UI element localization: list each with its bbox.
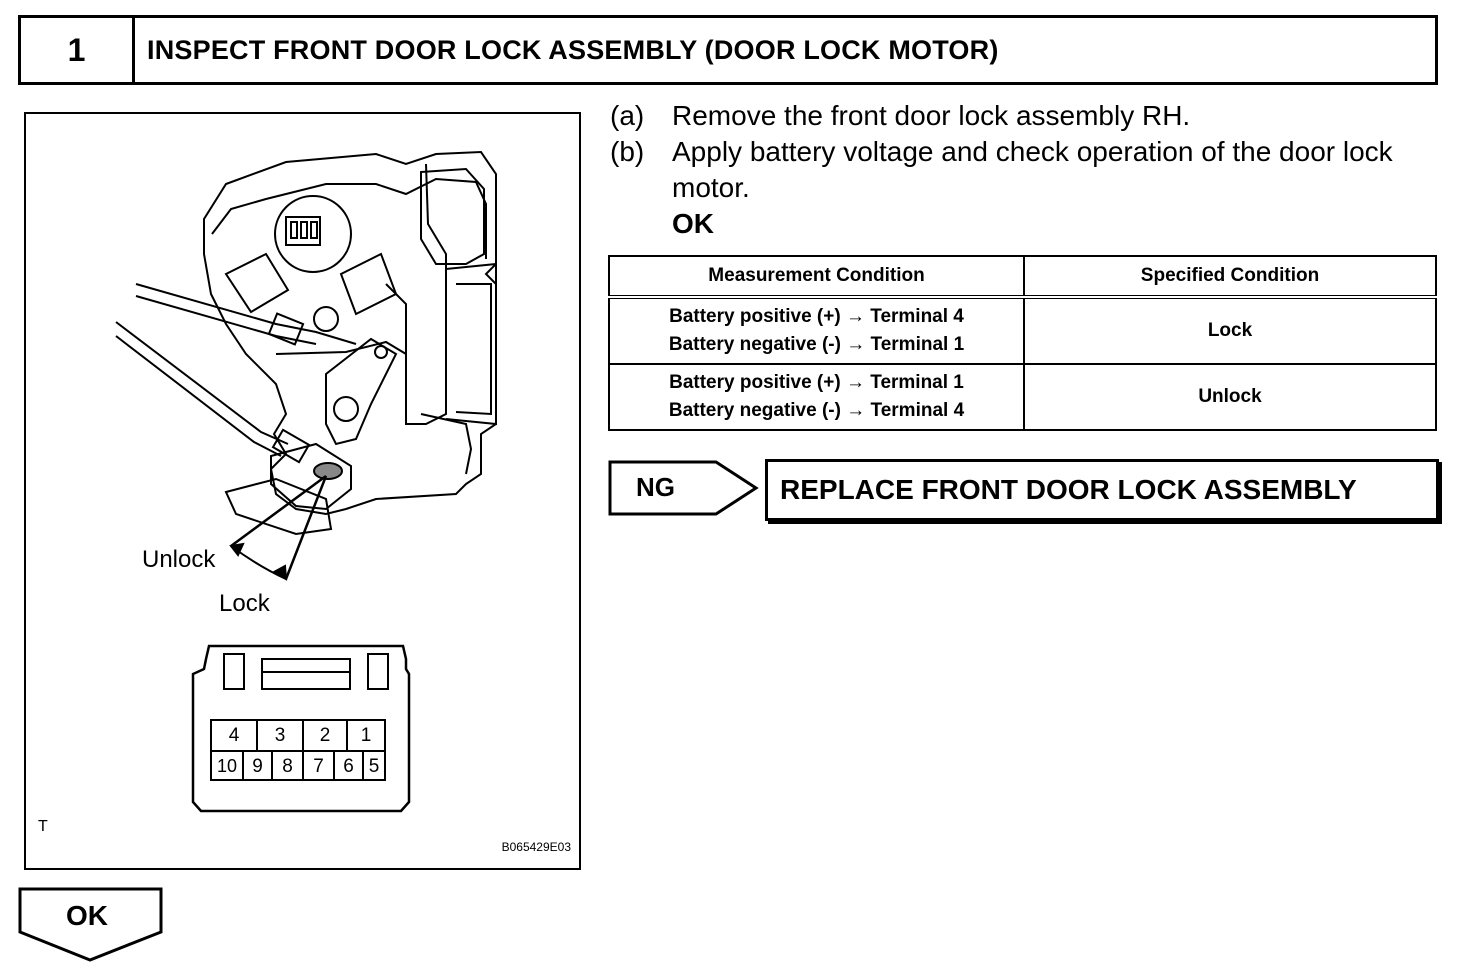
measurement-condition-cell: Battery positive (+) → Terminal 4 Batter… <box>608 296 1025 365</box>
terminal-7: 7 <box>304 752 335 781</box>
specification-table: Measurement Condition Specified Conditio… <box>608 255 1437 431</box>
step-title: INSPECT FRONT DOOR LOCK ASSEMBLY (DOOR L… <box>147 34 999 65</box>
figure-code: B065429E03 <box>501 840 571 854</box>
terminal-2: 2 <box>304 721 348 750</box>
specified-condition-cell: Unlock <box>1023 363 1437 431</box>
step-header: 1 INSPECT FRONT DOOR LOCK ASSEMBLY (DOOR… <box>18 15 1438 85</box>
condition-line: Battery positive (+) → Terminal 1 <box>669 372 964 393</box>
ng-label: NG <box>636 472 675 502</box>
lock-arrowhead <box>271 564 288 581</box>
instruction-b-text: Apply battery voltage and check operatio… <box>672 136 1393 203</box>
instruction-ok: OK <box>672 208 714 239</box>
instruction-a-tag: (a) <box>610 100 645 131</box>
terminal-4: 4 <box>212 721 258 750</box>
header-specified-condition: Specified Condition <box>1023 255 1437 298</box>
terminal-3: 3 <box>258 721 304 750</box>
ok-footer-label: OK <box>66 900 108 931</box>
motor-connector-socket <box>274 195 352 273</box>
lock-label: Lock <box>219 590 270 617</box>
table-row: Battery positive (+) → Terminal 1 Batter… <box>608 363 1437 431</box>
ng-arrow-icon <box>608 460 759 516</box>
control-cable-lower <box>115 321 289 445</box>
terminal-1: 1 <box>360 725 372 746</box>
connector-terminal-grid: 4 3 2 1 10 9 8 7 6 5 <box>210 719 386 781</box>
unlock-label: Unlock <box>142 546 216 573</box>
unlock-arrowhead <box>229 542 245 557</box>
lock-lever <box>270 442 352 511</box>
ok-arrow-icon <box>18 887 163 962</box>
instructions: (a) Remove the front door lock assembly … <box>610 98 1440 242</box>
door-lock-figure: 4 3 2 1 10 9 8 7 6 5 Unlock Lock T B0654… <box>24 112 581 870</box>
terminal-6: 6 <box>335 752 364 781</box>
door-lock-illustration <box>115 150 497 813</box>
condition-line: Battery negative (-) → Terminal 1 <box>668 334 965 355</box>
condition-line: Battery negative (-) → Terminal 4 <box>668 400 965 421</box>
control-cable-upper <box>135 283 357 345</box>
specified-condition-cell: Lock <box>1023 296 1437 365</box>
terminal-5: 5 <box>368 756 380 777</box>
step-number: 1 <box>21 18 135 82</box>
ng-action-box: REPLACE FRONT DOOR LOCK ASSEMBLY <box>765 459 1439 521</box>
terminal-9: 9 <box>244 752 273 781</box>
instruction-b: (b) Apply battery voltage and check oper… <box>610 134 1440 206</box>
measurement-condition-cell: Battery positive (+) → Terminal 1 Batter… <box>608 363 1025 431</box>
corner-mark: T <box>38 818 48 835</box>
terminal-10: 10 <box>212 752 244 781</box>
instruction-a: (a) Remove the front door lock assembly … <box>610 98 1440 134</box>
terminal-8: 8 <box>273 752 304 781</box>
table-row: Battery positive (+) → Terminal 4 Batter… <box>608 296 1437 365</box>
instruction-b-tag: (b) <box>610 136 645 167</box>
header-measurement-condition: Measurement Condition <box>608 255 1025 298</box>
instruction-a-text: Remove the front door lock assembly RH. <box>672 100 1191 131</box>
connector-front-view <box>191 644 411 813</box>
table-header-row: Measurement Condition Specified Conditio… <box>608 255 1437 298</box>
lock-body-outline <box>203 150 497 516</box>
condition-line: Battery positive (+) → Terminal 4 <box>669 306 964 327</box>
